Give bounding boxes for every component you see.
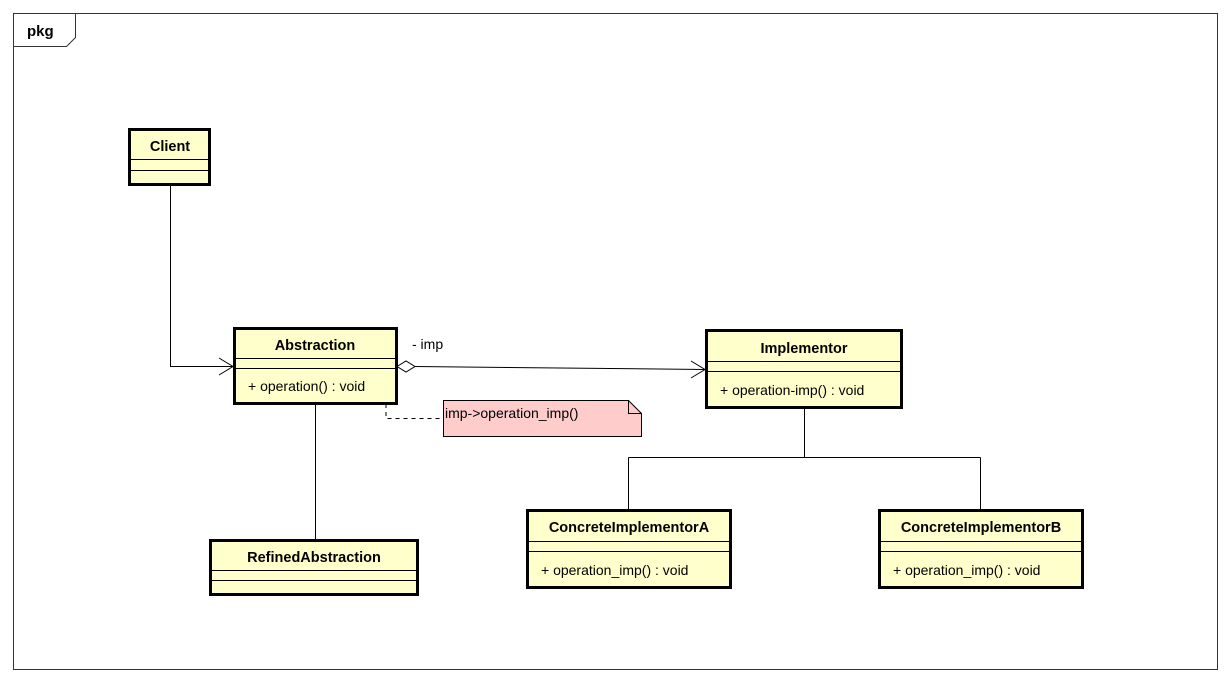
package-frame: pkg bbox=[13, 13, 1218, 670]
frame-label: pkg bbox=[27, 23, 54, 40]
class-concrete-implementor-b[interactable]: ConcreteImplementorB + operation_imp() :… bbox=[878, 509, 1084, 589]
imp-aggregation-association[interactable]: - imp bbox=[396, 336, 706, 379]
client-abstraction-association[interactable] bbox=[170, 185, 234, 376]
class-name: Implementor bbox=[760, 341, 847, 357]
class-client[interactable]: Client bbox=[128, 128, 211, 186]
class-name: RefinedAbstraction bbox=[247, 550, 381, 566]
class-operation: + operation-imp() : void bbox=[720, 382, 864, 398]
class-operation: + operation_imp() : void bbox=[541, 562, 688, 578]
note-fold-icon bbox=[628, 400, 642, 414]
class-refined-abstraction[interactable]: RefinedAbstraction bbox=[209, 539, 419, 596]
class-name: ConcreteImplementorB bbox=[901, 520, 1061, 536]
class-concrete-implementor-a[interactable]: ConcreteImplementorA + operation_imp() :… bbox=[526, 509, 732, 589]
implementor-hierarchy-links[interactable] bbox=[628, 408, 981, 510]
association-role-label: - imp bbox=[412, 336, 443, 352]
class-operation: + operation() : void bbox=[248, 378, 365, 394]
class-name: ConcreteImplementorA bbox=[549, 520, 710, 536]
class-operation: + operation_imp() : void bbox=[893, 562, 1040, 578]
class-implementor[interactable]: Implementor + operation-imp() : void bbox=[705, 329, 903, 409]
class-name: Abstraction bbox=[275, 338, 356, 354]
aggregation-diamond-icon bbox=[396, 360, 416, 373]
note-text: imp->operation_imp() bbox=[445, 405, 578, 421]
note[interactable]: imp->operation_imp() bbox=[443, 400, 642, 437]
class-name: Client bbox=[150, 139, 190, 155]
class-abstraction[interactable]: Abstraction + operation() : void bbox=[233, 327, 398, 405]
